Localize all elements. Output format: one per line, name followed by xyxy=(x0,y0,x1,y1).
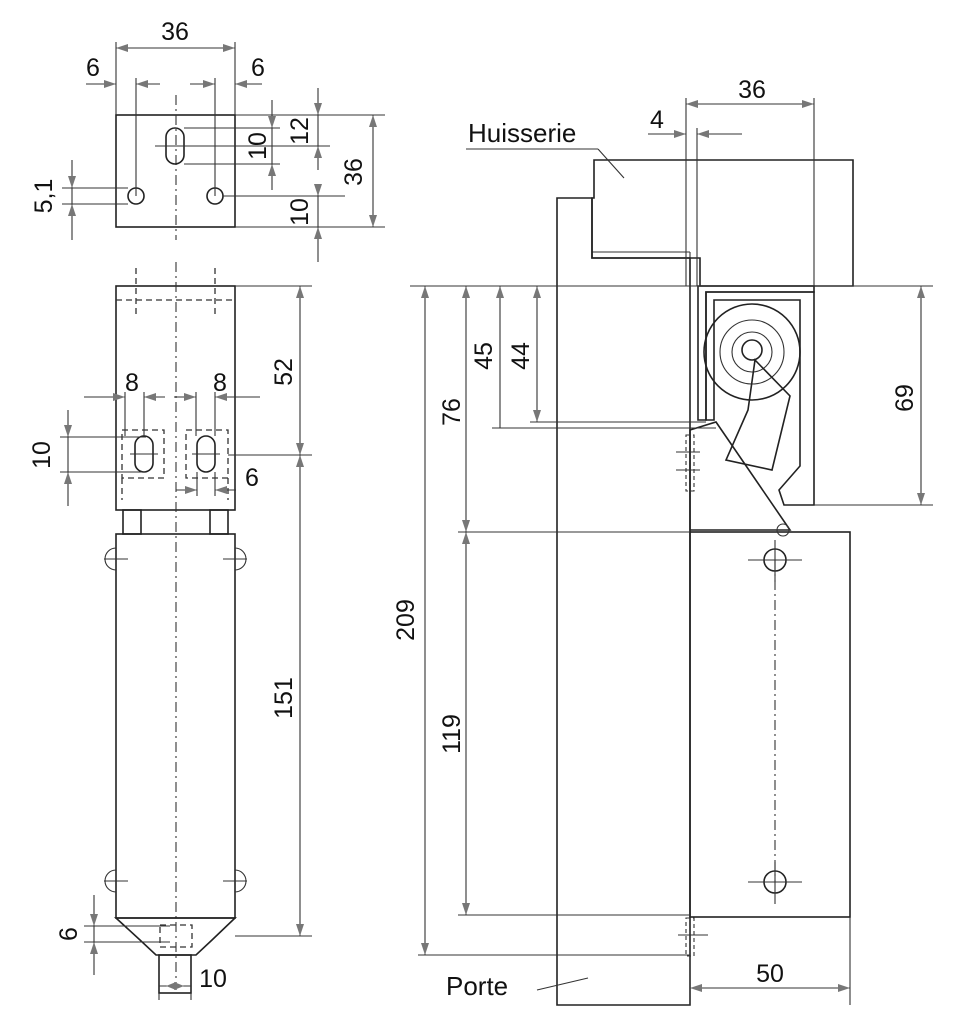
dim-top-right-6: 6 xyxy=(251,54,265,82)
dim-body-6-bottom: 6 xyxy=(55,927,83,941)
dim-top-width: 36 xyxy=(161,18,189,46)
dim-right-50: 50 xyxy=(756,960,784,988)
door-porte xyxy=(556,197,691,1006)
dim-top-5-1: 5,1 xyxy=(30,179,58,214)
dim-body-151: 151 xyxy=(270,677,298,719)
dim-right-209: 209 xyxy=(392,599,420,641)
dim-right-76: 76 xyxy=(438,398,466,426)
dim-body-6-side: 6 xyxy=(245,464,259,492)
dim-right-45: 45 xyxy=(470,342,498,370)
closer-body-installed xyxy=(689,531,851,918)
closer-arm xyxy=(724,358,791,471)
dim-body-slot-10: 10 xyxy=(28,441,56,469)
dim-body-10-bottom: 10 xyxy=(199,965,227,993)
dim-top-height-36: 36 xyxy=(340,158,368,186)
dim-right-69: 69 xyxy=(891,384,919,412)
closer-spindle xyxy=(158,954,192,994)
dim-body-52: 52 xyxy=(270,358,298,386)
closer-body-view: 52 151 8 8 10 6 xyxy=(28,262,312,1000)
dim-top-left-6: 6 xyxy=(86,54,100,82)
dim-body-8-left: 8 xyxy=(125,369,139,397)
dim-right-36: 36 xyxy=(738,76,766,104)
dim-top-10-lower: 10 xyxy=(286,198,314,226)
label-porte: Porte xyxy=(446,971,508,1001)
top-plate-view: 36 6 6 10 12 36 xyxy=(30,18,385,262)
dim-right-44: 44 xyxy=(507,342,535,370)
closer-roller xyxy=(703,303,801,401)
installed-view: Huisserie Porte 36 4 45 44 xyxy=(392,76,933,1006)
frame-huisserie xyxy=(591,159,854,287)
dim-top-12: 12 xyxy=(286,117,314,145)
dim-body-8-right: 8 xyxy=(213,369,227,397)
dim-right-119: 119 xyxy=(438,714,466,754)
dim-right-4: 4 xyxy=(650,106,664,134)
closer-bottom-cone xyxy=(113,917,237,956)
label-huisserie: Huisserie xyxy=(468,118,576,148)
